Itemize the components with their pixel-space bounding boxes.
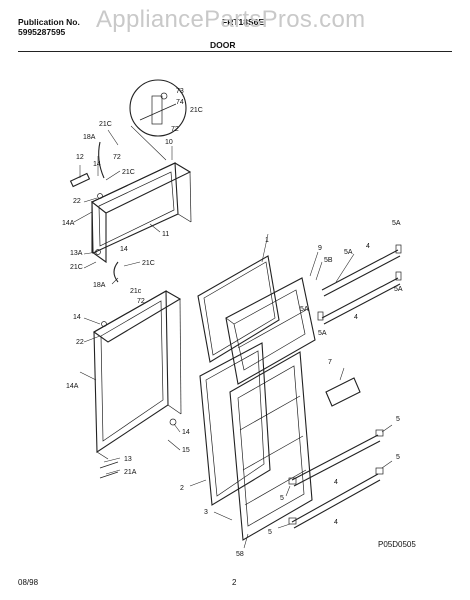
label-74: 74 bbox=[176, 99, 184, 106]
footer-date: 08/98 bbox=[18, 578, 39, 587]
publication-label: Publication No. bbox=[18, 17, 80, 27]
label-4: 4 bbox=[334, 479, 338, 486]
label-21c: 21C bbox=[122, 169, 135, 176]
label-72: 72 bbox=[171, 126, 179, 133]
label-4: 4 bbox=[354, 314, 358, 321]
label-9: 9 bbox=[318, 245, 322, 252]
watermark: AppliancePartsPros.com bbox=[96, 6, 366, 33]
shelf-rails-upper bbox=[317, 244, 402, 325]
fresh-food-gasket bbox=[199, 342, 271, 506]
label-4: 4 bbox=[334, 519, 338, 526]
part-labels: 73 74 21C 72 21C 18A 72 10 12 14 21C 22 … bbox=[62, 88, 403, 558]
label-5: 5 bbox=[280, 495, 284, 502]
label-14a: 14A bbox=[66, 383, 79, 390]
label-12: 12 bbox=[76, 154, 84, 161]
freezer-door-frame bbox=[90, 162, 192, 264]
label-72: 72 bbox=[113, 154, 121, 161]
label-14: 14 bbox=[120, 246, 128, 253]
label-18a: 18A bbox=[93, 282, 106, 289]
label-21c: 21C bbox=[99, 121, 112, 128]
label-21c: 21C bbox=[190, 107, 203, 114]
section-title: DOOR bbox=[210, 40, 236, 50]
freezer-gasket bbox=[197, 255, 280, 363]
label-14: 14 bbox=[73, 314, 81, 321]
diagram-code: P05D0505 bbox=[378, 540, 416, 549]
shelf-rails-lower bbox=[288, 429, 384, 529]
model-number: FRT18S6E bbox=[222, 17, 265, 27]
header-rule bbox=[18, 51, 452, 52]
label-7: 7 bbox=[328, 359, 332, 366]
label-21c: 21c bbox=[130, 288, 142, 295]
label-21c: 21C bbox=[70, 264, 83, 271]
label-10: 10 bbox=[165, 139, 173, 146]
label-14: 14 bbox=[182, 429, 190, 436]
label-13: 13 bbox=[124, 456, 132, 463]
label-72: 72 bbox=[137, 298, 145, 305]
label-5a: 5A bbox=[300, 306, 309, 313]
label-22: 22 bbox=[73, 198, 81, 205]
leader-lines bbox=[73, 129, 393, 549]
label-21c: 21C bbox=[142, 260, 155, 267]
label-21a: 21A bbox=[124, 469, 137, 476]
label-5a: 5A bbox=[344, 249, 353, 256]
label-2: 2 bbox=[180, 485, 184, 492]
page-number: 2 bbox=[232, 578, 237, 587]
fresh-food-door-liner bbox=[229, 351, 313, 541]
label-15: 15 bbox=[182, 447, 190, 454]
label-5: 5 bbox=[396, 416, 400, 423]
label-18a: 18A bbox=[83, 134, 96, 141]
publication-number: 5995287595 bbox=[18, 27, 66, 37]
label-5a: 5A bbox=[394, 286, 403, 293]
label-5a: 5A bbox=[392, 220, 401, 227]
label-4: 4 bbox=[366, 243, 370, 250]
hinge-detail-magnifier bbox=[129, 79, 187, 161]
label-11: 11 bbox=[162, 231, 169, 238]
label-3: 3 bbox=[204, 509, 208, 516]
label-1: 1 bbox=[265, 237, 269, 244]
label-13a: 13A bbox=[70, 250, 83, 257]
fresh-food-door-frame bbox=[92, 290, 182, 460]
label-14a: 14A bbox=[62, 220, 75, 227]
label-5b: 5B bbox=[324, 257, 333, 264]
label-14: 14 bbox=[93, 161, 101, 168]
label-5: 5 bbox=[396, 454, 400, 461]
label-5: 5 bbox=[268, 529, 272, 536]
label-58: 58 bbox=[236, 551, 244, 558]
hinge-parts bbox=[69, 141, 177, 479]
label-5a: 5A bbox=[318, 330, 327, 337]
label-73: 73 bbox=[176, 88, 184, 95]
dairy-door bbox=[325, 377, 361, 407]
label-22: 22 bbox=[76, 339, 84, 346]
